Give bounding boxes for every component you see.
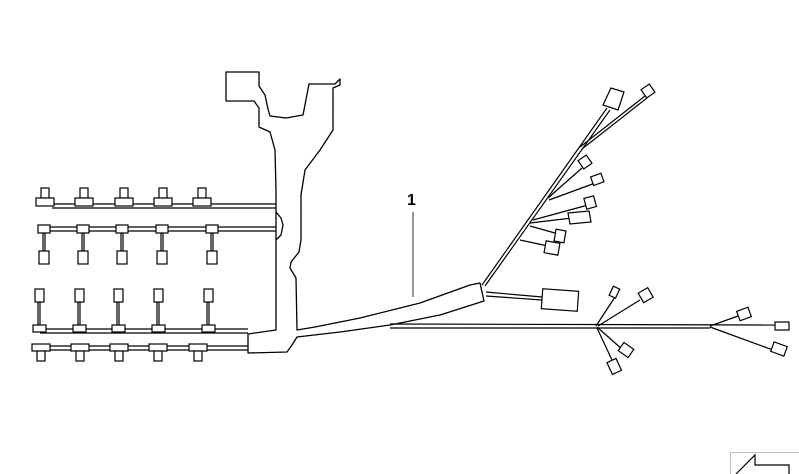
callout-1-label: 1 <box>407 192 416 209</box>
right-branch <box>389 296 776 361</box>
harness-trunk-outline <box>225 71 485 354</box>
connector-row-1 <box>35 187 212 207</box>
upper-right-branch <box>481 95 648 301</box>
prev-page-button[interactable] <box>730 452 799 474</box>
upper-right-connectors <box>540 83 656 312</box>
connector-row-3 <box>32 288 216 333</box>
right-junction-connectors <box>606 285 790 376</box>
connector-row-4 <box>31 343 208 362</box>
prev-page-arrow-icon <box>735 453 790 474</box>
connector-row-2 <box>37 224 219 265</box>
